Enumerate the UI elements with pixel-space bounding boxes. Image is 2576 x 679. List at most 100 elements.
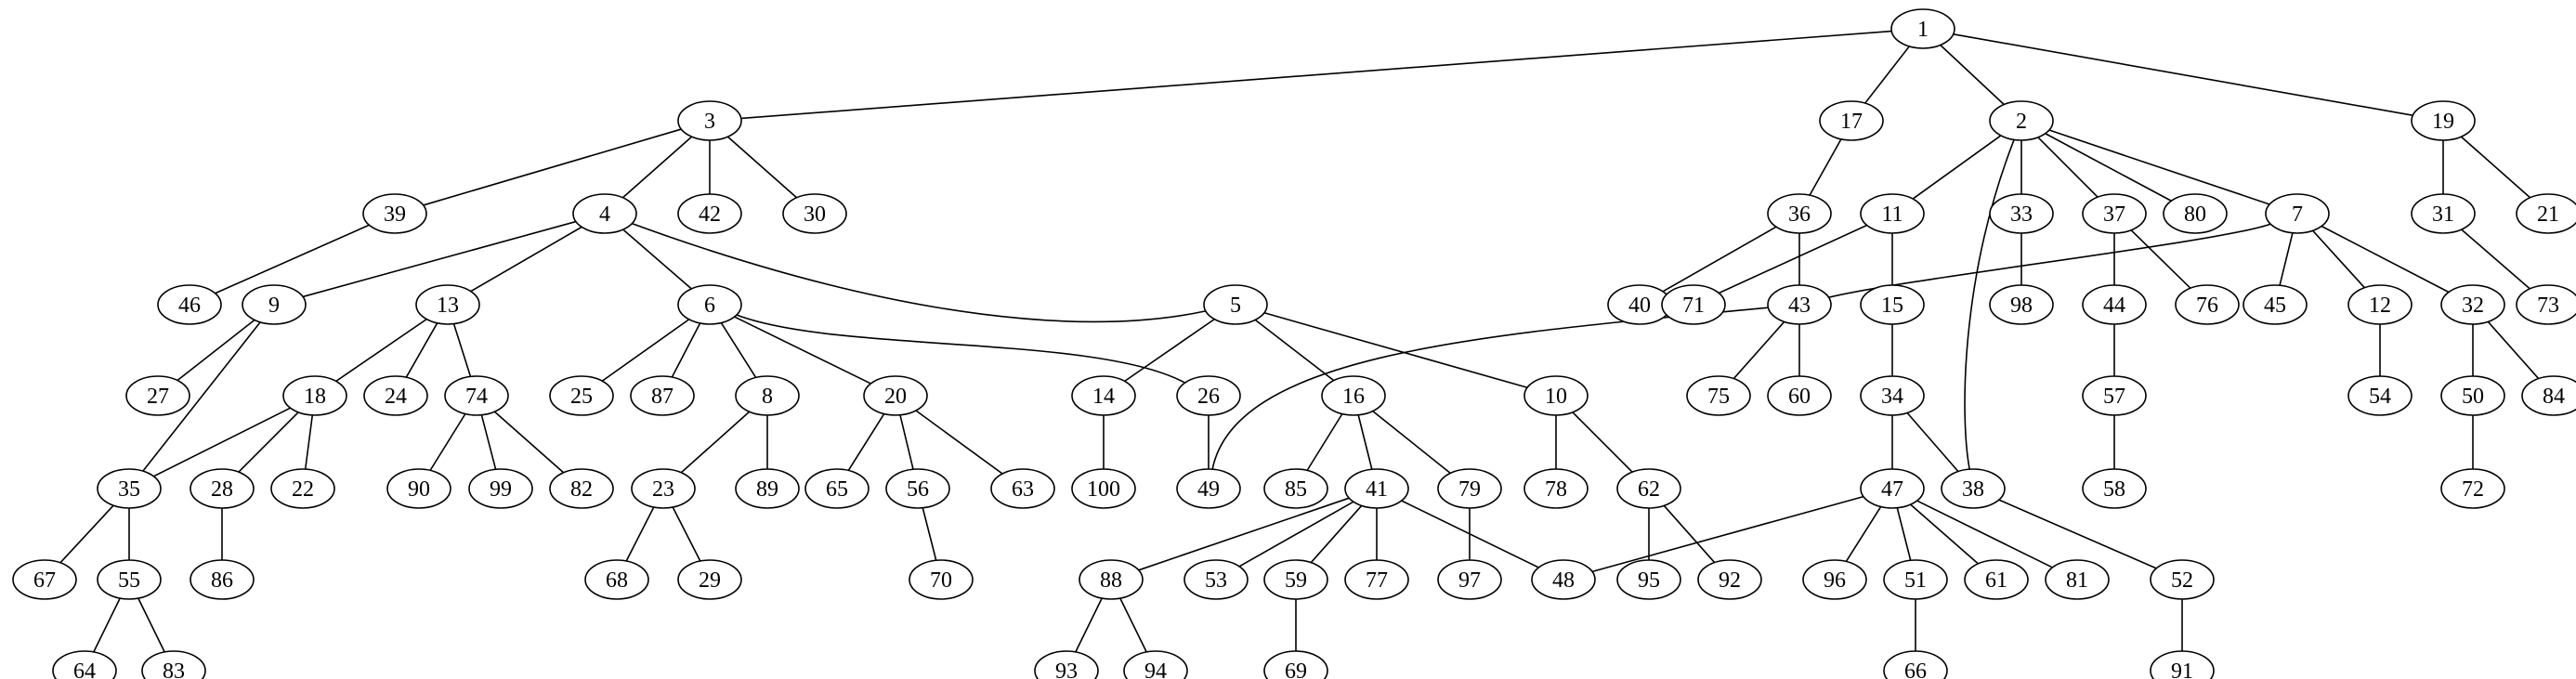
node-85: 85 — [1263, 468, 1328, 509]
node-91: 91 — [2150, 650, 2215, 679]
node-label: 5 — [1230, 294, 1241, 318]
node-49: 49 — [1176, 468, 1241, 509]
node-ellipse — [1531, 559, 1596, 600]
node-label: 56 — [907, 477, 929, 502]
node-label: 48 — [1552, 568, 1575, 593]
edge-38-52 — [1998, 499, 2157, 569]
node-ellipse — [990, 468, 1055, 509]
node-ellipse — [631, 468, 696, 509]
edge-7-45 — [2279, 232, 2294, 286]
node-ellipse — [415, 284, 480, 325]
edge-9-35 — [142, 321, 261, 472]
node-label: 35 — [118, 477, 140, 502]
node-label: 87 — [651, 385, 673, 409]
node-ellipse — [1437, 559, 1502, 600]
node-label: 30 — [804, 202, 826, 227]
node-label: 72 — [2462, 477, 2484, 502]
node-ellipse — [909, 559, 974, 600]
node-14: 14 — [1071, 375, 1136, 416]
node-ellipse — [386, 468, 451, 509]
edge-32-84 — [2487, 320, 2540, 380]
edge-2-7 — [2048, 129, 2270, 205]
node-39: 39 — [362, 193, 427, 234]
node-36: 36 — [1767, 193, 1832, 234]
node-22: 22 — [270, 468, 335, 509]
node-25: 25 — [549, 375, 614, 416]
node-35: 35 — [97, 468, 162, 509]
node-ellipse — [863, 375, 928, 416]
node-label: 64 — [73, 659, 96, 679]
edge-8-23 — [680, 411, 751, 474]
edge-56-70 — [922, 507, 937, 561]
node-label: 38 — [1962, 477, 1984, 502]
edge-2-80 — [2045, 133, 2172, 202]
node-64: 64 — [52, 650, 117, 679]
node-label: 28 — [211, 477, 233, 502]
edge-74-90 — [429, 413, 466, 471]
node-label: 71 — [1682, 294, 1705, 318]
node-ellipse — [2440, 468, 2505, 509]
node-15: 15 — [1860, 284, 1925, 325]
edge-3-30 — [726, 136, 798, 199]
node-ellipse — [1523, 468, 1589, 509]
edge-20-65 — [847, 413, 885, 471]
node-ellipse — [1263, 559, 1328, 600]
node-ellipse — [2082, 375, 2147, 416]
node-61: 61 — [1964, 559, 2029, 600]
node-51: 51 — [1883, 559, 1948, 600]
node-ellipse — [584, 559, 649, 600]
edge-41-88 — [1138, 497, 1350, 571]
node-57: 57 — [2082, 375, 2147, 416]
node-60: 60 — [1767, 375, 1832, 416]
node-ellipse — [363, 375, 428, 416]
node-72: 72 — [2440, 468, 2505, 509]
edge-16-41 — [1357, 414, 1373, 470]
node-38: 38 — [1941, 468, 2006, 509]
edge-1-3 — [740, 30, 1892, 120]
node-label: 23 — [652, 477, 674, 502]
node-33: 33 — [1989, 193, 2054, 234]
edge-4-13 — [470, 226, 582, 293]
edge-20-63 — [915, 410, 1003, 475]
edge-23-68 — [625, 506, 655, 562]
node-69: 69 — [1263, 650, 1328, 679]
node-label: 36 — [1788, 202, 1811, 227]
node-82: 82 — [549, 468, 614, 509]
node-label: 82 — [570, 477, 593, 502]
node-label: 98 — [2010, 294, 2033, 318]
node-label: 17 — [1840, 110, 1863, 134]
node-ellipse — [677, 559, 742, 600]
node-ellipse — [2082, 193, 2147, 234]
node-label: 70 — [930, 568, 952, 593]
edge-6-26 — [736, 314, 1185, 384]
node-83: 83 — [141, 650, 206, 679]
node-label: 8 — [762, 385, 773, 409]
node-96: 96 — [1802, 559, 1867, 600]
node-label: 97 — [1458, 568, 1481, 593]
edge-17-36 — [1809, 138, 1842, 196]
edge-10-62 — [1572, 411, 1633, 473]
edge-2-11 — [1912, 135, 2002, 200]
node-76: 76 — [2175, 284, 2240, 325]
node-label: 78 — [1545, 477, 1567, 502]
edge-88-94 — [1119, 597, 1147, 653]
node-label: 49 — [1197, 477, 1220, 502]
node-55: 55 — [97, 559, 162, 600]
node-ellipse — [1860, 468, 1925, 509]
edge-13-24 — [405, 322, 438, 378]
edge-47-61 — [1910, 503, 1979, 565]
edge-41-59 — [1310, 504, 1363, 564]
node-ellipse — [1767, 193, 1832, 234]
node-ellipse — [1176, 468, 1241, 509]
node-ellipse — [1767, 375, 1832, 416]
node-label: 55 — [118, 568, 140, 593]
edge-55-64 — [93, 597, 121, 653]
edge-36-40 — [1662, 226, 1777, 293]
node-ellipse — [1183, 559, 1249, 600]
edge-47-51 — [1896, 507, 1912, 561]
node-ellipse — [157, 284, 222, 325]
node-ellipse — [1616, 468, 1681, 509]
edge-47-96 — [1845, 506, 1882, 562]
node-80: 80 — [2163, 193, 2228, 234]
